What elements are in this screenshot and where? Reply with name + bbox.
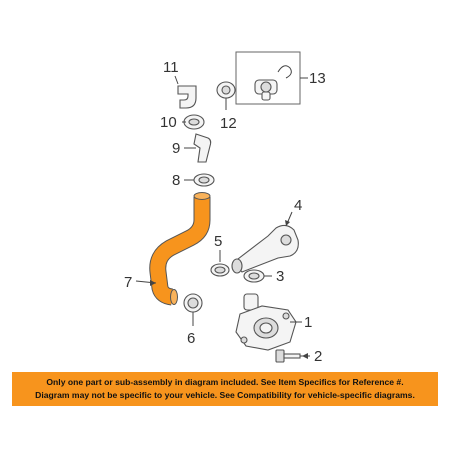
callout-10: 10 xyxy=(160,114,177,131)
part-3-clamp xyxy=(243,269,272,283)
callout-8: 8 xyxy=(172,172,180,189)
callout-7: 7 xyxy=(124,274,132,291)
callout-5: 5 xyxy=(214,233,222,250)
hose-7-body xyxy=(150,197,210,305)
part-10-clamp xyxy=(182,114,205,130)
disclaimer-line-2: Diagram may not be specific to your vehi… xyxy=(35,390,415,400)
part-4-water-pipe xyxy=(231,211,299,274)
part-12-clamp xyxy=(216,81,236,110)
callout-9: 9 xyxy=(172,140,180,157)
part-2-bolt xyxy=(275,349,310,363)
part-8-clamp xyxy=(184,173,215,187)
callout-6: 6 xyxy=(187,330,195,347)
part-1-housing xyxy=(235,293,302,351)
part-7-hose-highlighted xyxy=(135,192,211,306)
callout-3: 3 xyxy=(276,268,284,285)
disclaimer-line-1: Only one part or sub-assembly in diagram… xyxy=(46,377,404,387)
callout-4: 4 xyxy=(294,197,302,214)
part-9-hose xyxy=(184,133,212,163)
part-6-clamp xyxy=(183,293,203,326)
callout-2: 2 xyxy=(314,348,322,365)
callout-1: 1 xyxy=(304,314,312,331)
part-13-inset xyxy=(235,51,308,105)
callout-13: 13 xyxy=(309,70,326,87)
part-5-clamp xyxy=(210,250,230,277)
disclaimer-banner: Only one part or sub-assembly in diagram… xyxy=(12,372,438,406)
callout-11: 11 xyxy=(163,59,179,76)
part-11-elbow-hose xyxy=(174,75,197,109)
callout-12: 12 xyxy=(220,115,237,132)
